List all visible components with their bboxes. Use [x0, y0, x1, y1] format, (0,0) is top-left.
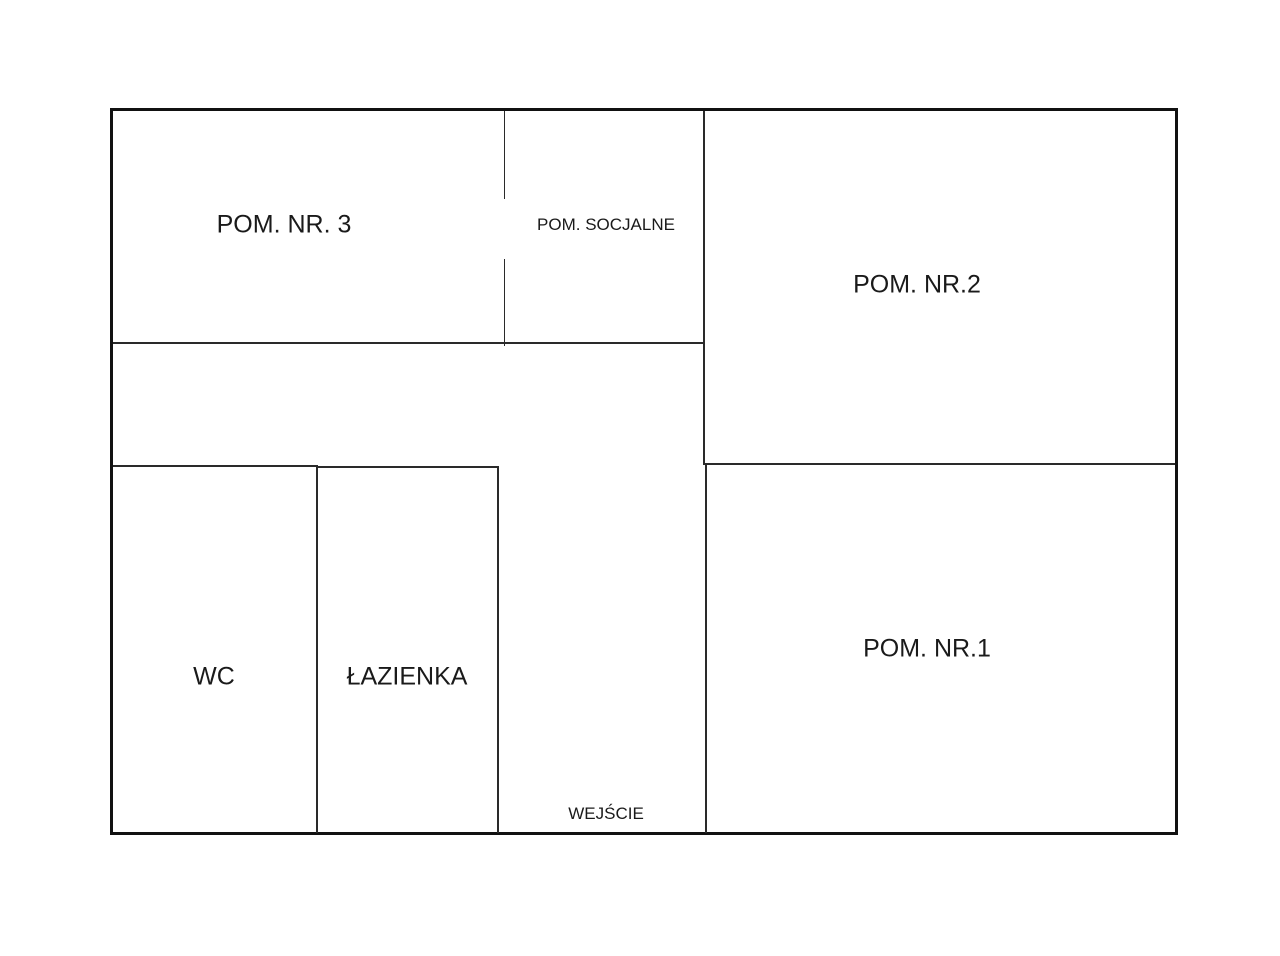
label-lazienka: ŁAZIENKA [346, 662, 468, 691]
wall-lazienka-right [497, 466, 499, 833]
outer-wall-left [110, 108, 113, 835]
wall-wc-top [113, 465, 318, 467]
outer-wall-right [1175, 108, 1178, 835]
label-pom-nr-3: POM. NR. 3 [216, 210, 352, 239]
label-pom-nr-1: POM. NR.1 [863, 634, 991, 663]
wall-pom3-socjalne-upper [504, 111, 505, 199]
label-wc: WC [193, 662, 235, 691]
label-wejscie: WEJŚCIE [568, 804, 644, 823]
room-corridor-entrance[interactable] [113, 345, 703, 832]
outer-wall-top [110, 108, 1178, 111]
wall-pom2-bottom [704, 463, 1175, 465]
wall-top-rooms-bottom [113, 342, 704, 344]
label-pom-socjalne: POM. SOCJALNE [537, 215, 675, 234]
wall-wc-lazienka [316, 465, 318, 833]
label-pom-nr-2: POM. NR.2 [853, 270, 981, 299]
wall-pom1-left [705, 465, 707, 833]
wall-socjalne-right [703, 111, 705, 465]
wall-pom3-socjalne-lower [504, 259, 505, 346]
wall-lazienka-top [317, 466, 498, 468]
outer-wall-bottom [110, 832, 1178, 835]
